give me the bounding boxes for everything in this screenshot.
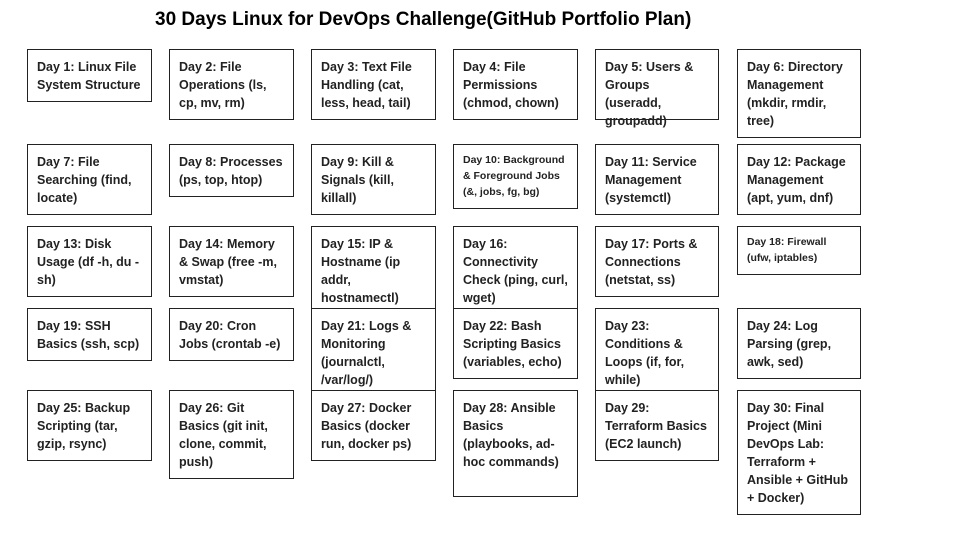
day-9-box: Day 9: Kill & Signals (kill, killall): [311, 144, 436, 215]
day-15-box: Day 15: IP & Hostname (ip addr, hostname…: [311, 226, 436, 315]
day-8-box: Day 8: Processes (ps, top, htop): [169, 144, 294, 197]
day-21-box: Day 21: Logs & Monitoring (journalctl, /…: [311, 308, 436, 397]
day-29-box: Day 29: Terraform Basics (EC2 launch): [595, 390, 719, 461]
day-23-box: Day 23: Conditions & Loops (if, for, whi…: [595, 308, 719, 397]
day-13-box: Day 13: Disk Usage (df -h, du -sh): [27, 226, 152, 297]
day-18-box: Day 18: Firewall (ufw, iptables): [737, 226, 861, 275]
day-7-box: Day 7: File Searching (find, locate): [27, 144, 152, 215]
day-1-box: Day 1: Linux File System Structure: [27, 49, 152, 102]
day-2-box: Day 2: File Operations (ls, cp, mv, rm): [169, 49, 294, 120]
day-10-box: Day 10: Background & Foreground Jobs (&,…: [453, 144, 578, 209]
day-27-box: Day 27: Docker Basics (docker run, docke…: [311, 390, 436, 461]
day-28-box: Day 28: Ansible Basics (playbooks, ad-ho…: [453, 390, 578, 497]
day-5-box: Day 5: Users & Groups (useradd, groupadd…: [595, 49, 719, 128]
day-6-box: Day 6: Directory Management (mkdir, rmdi…: [737, 49, 861, 138]
day-4-box: Day 4: File Permissions (chmod, chown): [453, 49, 578, 120]
day-14-box: Day 14: Memory & Swap (free -m, vmstat): [169, 226, 294, 297]
day-24-box: Day 24: Log Parsing (grep, awk, sed): [737, 308, 861, 379]
page-title: 30 Days Linux for DevOps Challenge(GitHu…: [155, 9, 692, 30]
day-17-box: Day 17: Ports & Connections (netstat, ss…: [595, 226, 719, 297]
day-26-box: Day 26: Git Basics (git init, clone, com…: [169, 390, 294, 479]
day-19-box: Day 19: SSH Basics (ssh, scp): [27, 308, 152, 361]
day-16-box: Day 16: Connectivity Check (ping, curl, …: [453, 226, 578, 315]
day-3-box: Day 3: Text File Handling (cat, less, he…: [311, 49, 436, 120]
day-30-box: Day 30: Final Project (Mini DevOps Lab: …: [737, 390, 861, 515]
day-22-box: Day 22: Bash Scripting Basics (variables…: [453, 308, 578, 379]
day-11-box: Day 11: Service Management (systemctl): [595, 144, 719, 215]
day-25-box: Day 25: Backup Scripting (tar, gzip, rsy…: [27, 390, 152, 461]
day-12-box: Day 12: Package Management (apt, yum, dn…: [737, 144, 861, 215]
day-20-box: Day 20: Cron Jobs (crontab -e): [169, 308, 294, 361]
